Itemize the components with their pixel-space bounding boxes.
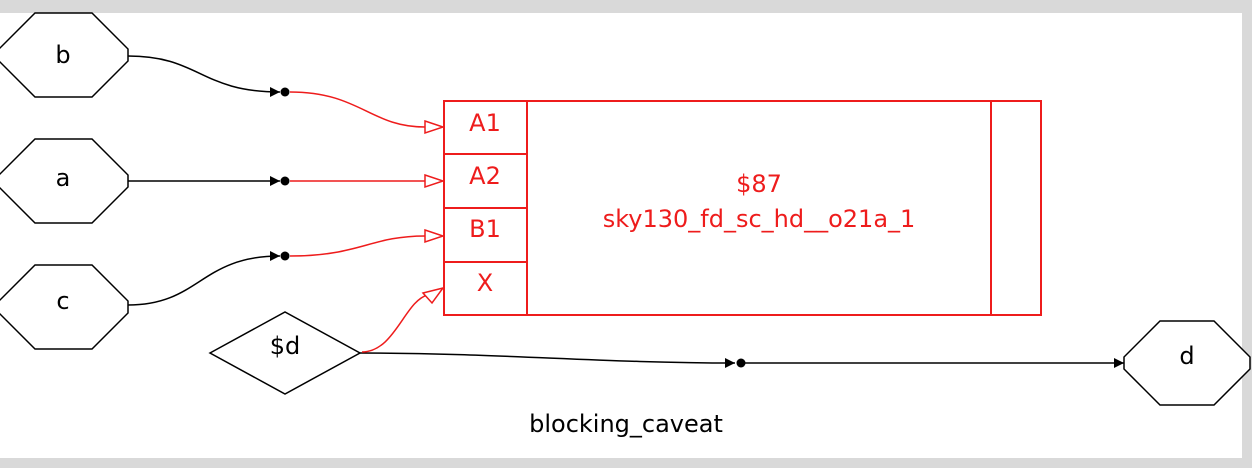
output-port-d: d (1123, 320, 1251, 406)
junction-b (280, 87, 290, 97)
junction-c (280, 251, 290, 261)
output-port-d-label: d (1179, 342, 1194, 370)
wire-const-to-junction (359, 352, 736, 368)
arrow-b1 (424, 228, 446, 244)
input-port-c-label: c (56, 287, 69, 315)
cell-instance-name: $87 (736, 170, 782, 198)
wire-red-to-b1 (289, 235, 426, 257)
input-port-c: c (0, 264, 129, 350)
wire-red-to-x (361, 294, 429, 353)
output-port-d-shape (1123, 320, 1251, 406)
input-port-a-label: a (56, 164, 71, 192)
diagram-title: blocking_caveat (529, 410, 723, 438)
wire-b-to-junction (127, 55, 281, 97)
cell-o21a: A1 A2 B1 X $87 sky130_fd_sc_hd__o21a_1 (443, 100, 1042, 316)
input-port-a-shape (0, 138, 129, 224)
input-port-a: a (0, 138, 129, 224)
arrow-a2 (424, 173, 446, 189)
cell-port-a1: A1 (469, 109, 501, 137)
input-port-b-label: b (55, 41, 70, 69)
constant-d-label: $d (270, 332, 301, 360)
input-port-c-shape (0, 264, 129, 350)
input-port-b-shape (0, 12, 129, 98)
cell-port-b1: B1 (469, 215, 501, 243)
arrow-a1 (424, 119, 446, 135)
wire-red-to-a1 (289, 91, 426, 128)
wire-c-to-junction (127, 251, 281, 306)
input-port-b: b (0, 12, 129, 98)
constant-d: $d (208, 311, 362, 395)
junction-a (280, 176, 290, 186)
cell-port-x: X (477, 269, 493, 297)
arrow-x (421, 286, 445, 305)
cell-port-a2: A2 (469, 162, 501, 190)
cell-type-name: sky130_fd_sc_hd__o21a_1 (603, 205, 916, 233)
